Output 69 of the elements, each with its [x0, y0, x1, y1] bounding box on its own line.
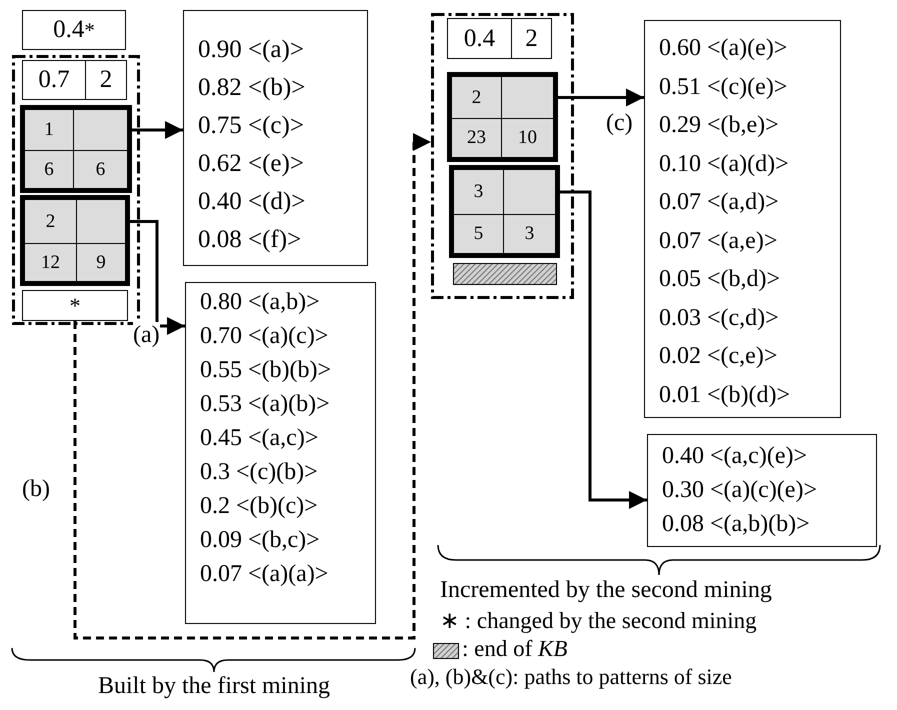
value-cell: 3	[453, 169, 504, 215]
legend-text: (a), (b)&(c): paths to patterns of size	[410, 664, 732, 690]
node-frame	[431, 13, 574, 299]
pattern-entry: 0.80 <(a,b)>	[200, 288, 321, 317]
pointer-cell	[501, 76, 554, 119]
pattern-entry: 0.75 <(c)>	[198, 111, 305, 141]
pattern-entry: 0.10 <(a)(d)>	[659, 150, 790, 178]
value-cell: 3	[503, 214, 556, 254]
pattern-entry: 0.70 <(a)(c)>	[200, 322, 330, 351]
group-caption: Built by the first mining	[98, 673, 330, 700]
pattern-list	[647, 434, 877, 547]
pattern-entry: 0.29 <(b,e)>	[659, 111, 780, 140]
value-cell: 2	[85, 60, 127, 100]
pattern-entry: 0.40 <(d)>	[198, 187, 306, 217]
pattern-entry: 0.62 <(e)>	[198, 149, 305, 179]
value-cell: 23	[451, 118, 502, 158]
node-frame	[12, 55, 140, 325]
pattern-entry: 0.07 <(a)(a)>	[200, 560, 330, 589]
pattern-entry: 0.08 <(a,b)(b)>	[662, 510, 811, 539]
value-cell: 6	[73, 150, 128, 189]
pattern-entry: 0.45 <(a,c)>	[200, 424, 320, 453]
value-cell: 2	[511, 18, 552, 59]
value-cell: 0.4	[447, 18, 512, 59]
legend-text: : end of KB	[462, 636, 568, 662]
value-cell: 9	[76, 243, 126, 282]
value-cell: 6	[24, 150, 74, 189]
value-cell: *	[22, 290, 128, 321]
edge-label: (c)	[606, 110, 633, 137]
group-caption: Incremented by the second mining	[440, 577, 772, 604]
value-cell: 5	[453, 214, 504, 254]
pattern-entry: 0.30 <(a)(c)(e)>	[662, 476, 818, 505]
end-marker-bar	[453, 263, 557, 285]
pattern-entry: 0.55 <(b)(b)>	[200, 356, 332, 385]
pattern-entry: 0.03 <(c,d)>	[659, 304, 780, 332]
pattern-entry: 0.51 <(c)(e)>	[659, 72, 788, 102]
pattern-entry: 0.02 <(c,e)>	[659, 342, 778, 371]
pattern-entry: 0.40 <(a,c)(e)>	[662, 442, 808, 471]
entry-block	[447, 72, 558, 162]
pointer-cell	[73, 109, 128, 151]
value-cell: 1	[24, 109, 74, 151]
value-cell: 2	[24, 199, 77, 244]
pattern-entry: 0.07 <(a,e)>	[659, 226, 778, 256]
value-cell: 0.7	[22, 60, 86, 100]
entry-block	[449, 165, 560, 258]
legend-text: ∗ : changed by the second mining	[440, 607, 757, 634]
pattern-entry: 0.08 <(f)>	[198, 225, 302, 255]
arrow	[74, 133, 431, 640]
edge-label: (b)	[22, 476, 50, 503]
pattern-list	[185, 282, 376, 624]
pattern-entry: 0.3 <(c)(b)>	[200, 458, 319, 487]
entry-block	[20, 105, 132, 193]
pattern-entry: 0.09 <(b,c)>	[200, 526, 321, 555]
value-cell: 2	[451, 76, 502, 119]
edge-label: (a)	[133, 322, 160, 349]
pattern-entry: 0.82 <(b)>	[198, 73, 306, 103]
entry-block	[20, 195, 130, 286]
pattern-entry: 0.90 <(a)>	[198, 35, 305, 65]
value-cell: 10	[501, 118, 554, 158]
pointer-cell	[76, 199, 126, 244]
pattern-list	[183, 10, 368, 266]
pointer-cell	[503, 169, 556, 215]
pattern-entry: 0.05 <(b,d)>	[659, 265, 782, 294]
pattern-entry: 0.2 <(b)(c)>	[200, 492, 319, 521]
pattern-entry: 0.01 <(b)(d)>	[659, 380, 792, 410]
value-cell: 12	[24, 243, 77, 282]
pattern-entry: 0.60 <(a)(e)>	[659, 34, 788, 63]
pattern-entry: 0.53 <(a)(b)>	[200, 390, 331, 419]
pattern-entry: 0.07 <(a,d)>	[659, 188, 780, 217]
pattern-list	[644, 20, 841, 418]
